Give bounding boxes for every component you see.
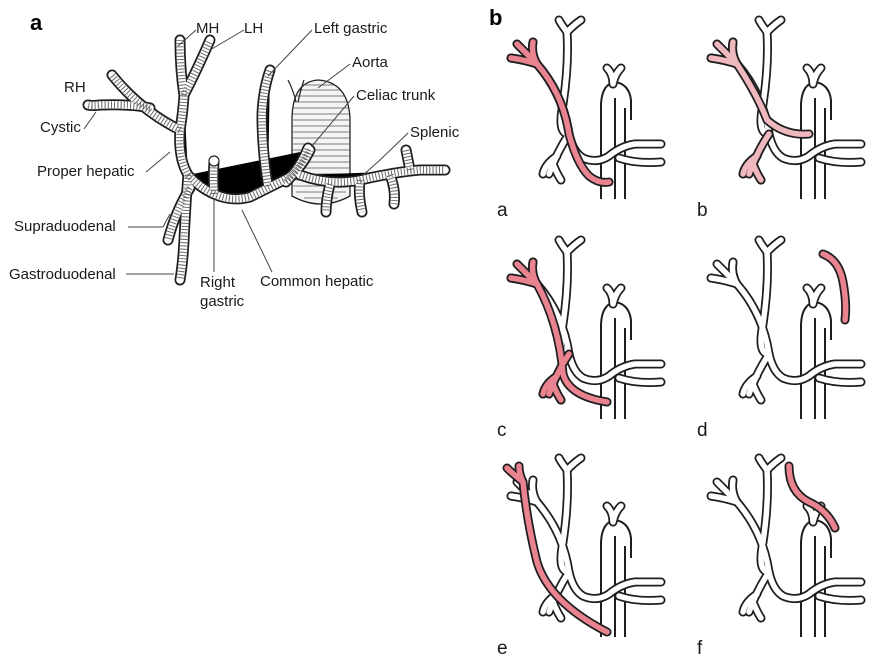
panel-b: b a b c d e f <box>489 5 861 657</box>
variant-label: a <box>497 200 508 221</box>
label-splenic: Splenic <box>410 124 460 141</box>
variant-label: f <box>697 638 703 657</box>
aorta-lines <box>801 302 831 419</box>
label-left-gastric: Left gastric <box>314 20 388 37</box>
variant-label: b <box>697 200 708 221</box>
label-lh: LH <box>244 20 263 37</box>
normal-vessels <box>711 458 861 618</box>
label-cystic: Cystic <box>40 119 81 136</box>
highlighted-variant-vessel <box>823 254 846 320</box>
arterial-tree <box>88 40 445 280</box>
label-aorta: Aorta <box>352 54 389 71</box>
label-rh: RH <box>64 79 86 96</box>
variant-label: d <box>697 420 708 441</box>
aorta-lines <box>801 82 831 199</box>
aorta-lines <box>801 520 831 637</box>
label-supraduodenal: Supraduodenal <box>14 218 116 235</box>
variant-c: c <box>497 240 661 441</box>
variant-label: e <box>497 638 508 657</box>
label-right-gastric-2: gastric <box>200 293 245 310</box>
variant-e: e <box>497 458 661 657</box>
panel-a: a <box>9 10 460 310</box>
label-right-gastric-1: Right <box>200 274 236 291</box>
aorta-lines <box>601 520 631 637</box>
panel-a-letter: a <box>30 10 43 35</box>
panel-a-labels: MH LH RH Left gastric Aorta Celiac trunk… <box>9 20 460 310</box>
variant-d: d <box>697 240 861 441</box>
variant-a: a <box>497 20 661 221</box>
variant-thumbnails: a b c d e f <box>497 20 861 657</box>
panel-b-letter: b <box>489 5 502 30</box>
label-mh: MH <box>196 20 219 37</box>
label-celiac-trunk: Celiac trunk <box>356 87 436 104</box>
label-gastroduodenal: Gastroduodenal <box>9 266 116 283</box>
variant-b: b <box>697 20 861 221</box>
variant-label: c <box>497 420 507 441</box>
label-common-hepatic: Common hepatic <box>260 273 374 290</box>
variant-f: f <box>697 458 861 657</box>
label-proper-hepatic: Proper hepatic <box>37 163 135 180</box>
